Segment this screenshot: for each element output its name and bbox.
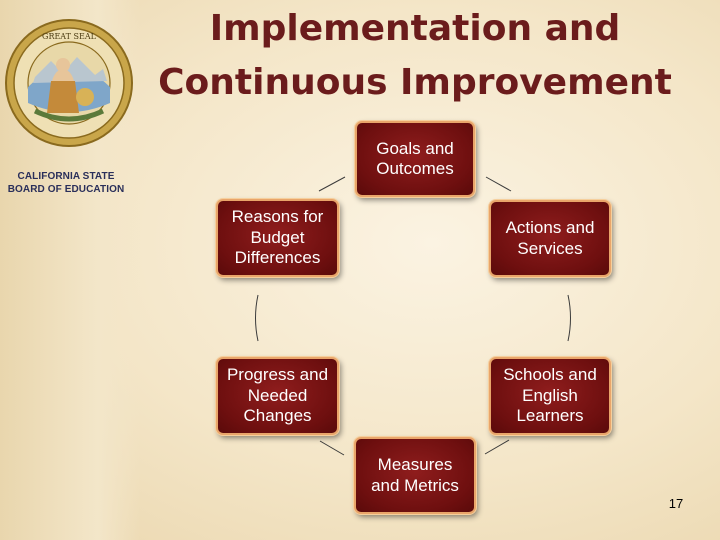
node-reasons-for-budget-differences: Reasons for Budget Differences [216, 199, 339, 277]
node-measures-label: Measures and Metrics [371, 455, 459, 495]
svg-text:GREAT SEAL: GREAT SEAL [42, 32, 97, 41]
org-line-2: BOARD OF EDUCATION [7, 184, 125, 195]
node-measures-and-metrics: Measures and Metrics [354, 437, 476, 514]
connector-goals-to-actions [485, 176, 512, 192]
connector-progress-to-reasons [255, 294, 259, 342]
node-progress-label: Progress and Needed Changes [226, 365, 329, 426]
slide-title: Implementation and Continuous Improvemen… [150, 2, 680, 110]
node-actions-and-services: Actions and Services [489, 200, 611, 277]
node-actions-label: Actions and Services [505, 218, 595, 258]
node-progress-and-needed-changes: Progress and Needed Changes [216, 357, 339, 435]
node-goals-label: Goals and Outcomes [376, 138, 454, 179]
connector-reasons-to-goals [318, 176, 346, 192]
title-line-1: Implementation and [209, 8, 621, 49]
title-line-2: Continuous Improvement [158, 62, 672, 103]
node-schools-label: Schools and English Learners [503, 365, 597, 426]
connector-schools-to-measures [484, 439, 510, 455]
organization-name: CALIFORNIA STATE BOARD OF EDUCATION [0, 170, 132, 196]
node-reasons-label: Reasons for Budget Differences [231, 207, 324, 268]
state-seal-logo: GREAT SEAL [5, 19, 133, 147]
connector-measures-to-progress [319, 440, 345, 456]
connector-actions-to-schools [567, 294, 571, 342]
node-schools-and-english-learners: Schools and English Learners [489, 357, 611, 435]
org-line-1: CALIFORNIA STATE [17, 171, 115, 182]
page-number: 17 [668, 496, 684, 511]
node-goals-and-outcomes: Goals and Outcomes [355, 121, 475, 197]
